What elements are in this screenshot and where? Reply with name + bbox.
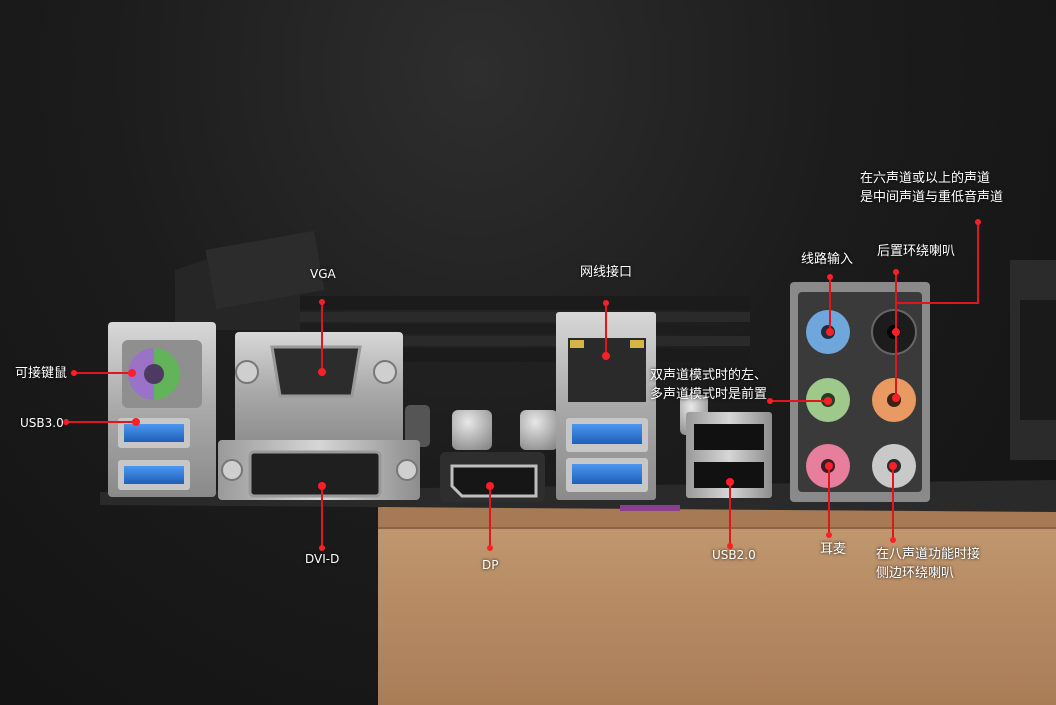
label-dvid: DVI-D (305, 552, 340, 566)
label-ps2: 可接键鼠 (15, 366, 68, 381)
usb3-port-lan-bottom[interactable] (572, 464, 642, 484)
displayport-port[interactable] (450, 464, 538, 498)
label-usb30: USB3.0 (20, 416, 64, 430)
ps2-usb-stack (108, 322, 216, 497)
usb3-port-top[interactable] (124, 424, 184, 442)
usb3-port-lan-top[interactable] (572, 424, 642, 444)
label-side-surround: 在八声道功能时接 侧边环绕喇叭 (876, 547, 981, 581)
callout-lines (66, 222, 979, 548)
label-mic: 耳麦 (820, 542, 847, 557)
label-lan: 网线接口 (580, 265, 633, 280)
label-dp: DP (482, 558, 499, 572)
label-center-sub: 在六声道或以上的声道 是中间声道与重低音声道 (860, 171, 1004, 205)
label-usb20: USB2.0 (712, 548, 756, 562)
displayport-block (440, 452, 545, 502)
lan-usb-stack (556, 312, 656, 500)
dvi-d-port[interactable] (248, 450, 382, 498)
label-line-in: 线路输入 (801, 252, 854, 267)
label-vga: VGA (310, 267, 336, 281)
cardboard-box (378, 505, 1056, 705)
label-rear-surround: 后置环绕喇叭 (877, 244, 956, 259)
audio-stack (790, 282, 930, 502)
label-dual-channel: 双声道模式时的左、 多声道模式时是前置 (650, 368, 768, 402)
callout-dots (63, 219, 981, 551)
usb3-port-bottom[interactable] (124, 466, 184, 484)
vga-port[interactable] (270, 345, 362, 398)
usb2-port-top[interactable] (694, 424, 764, 450)
vga-dvi-bracket (218, 332, 420, 500)
